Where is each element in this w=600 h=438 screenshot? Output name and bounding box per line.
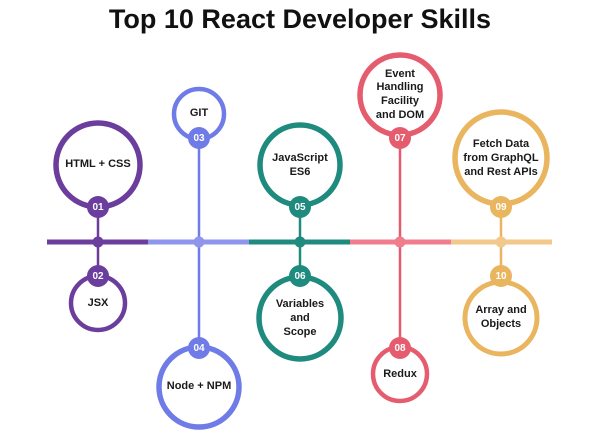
number-badge-06: 06	[289, 265, 311, 287]
skill-label-08: Redux	[383, 368, 417, 381]
timeline-node-5	[495, 236, 507, 248]
timeline-node-1	[92, 236, 104, 248]
page-title: Top 10 React Developer Skills	[108, 4, 492, 34]
number-badge-04: 04	[188, 337, 210, 359]
number-badge-01: 01	[87, 196, 109, 218]
number-badge-10: 10	[490, 265, 512, 287]
skill-label-07: Event Handling Facility and DOM	[375, 67, 425, 121]
timeline-node-3	[294, 236, 306, 248]
number-badge-02: 02	[87, 265, 109, 287]
skill-label-05: JavaScript ES6	[272, 152, 328, 178]
skill-label-04: Node + NPM	[166, 380, 232, 393]
number-badge-07: 07	[389, 127, 411, 149]
number-badge-05: 05	[289, 196, 311, 218]
number-badge-08: 08	[389, 337, 411, 359]
skill-label-09: Fetch Data from GraphQL and Rest APIs	[463, 138, 539, 178]
timeline-node-2	[193, 236, 205, 248]
number-badge-03: 03	[188, 127, 210, 149]
skill-label-06: Variables and Scope	[275, 298, 325, 338]
skill-label-01: HTML + CSS	[65, 158, 131, 171]
number-badge-09: 09	[490, 196, 512, 218]
timeline-node-4	[394, 236, 406, 248]
skill-label-02: JSX	[87, 297, 109, 310]
skill-label-10: Array and Objects	[475, 304, 527, 330]
skill-label-03: GIT	[189, 107, 209, 120]
